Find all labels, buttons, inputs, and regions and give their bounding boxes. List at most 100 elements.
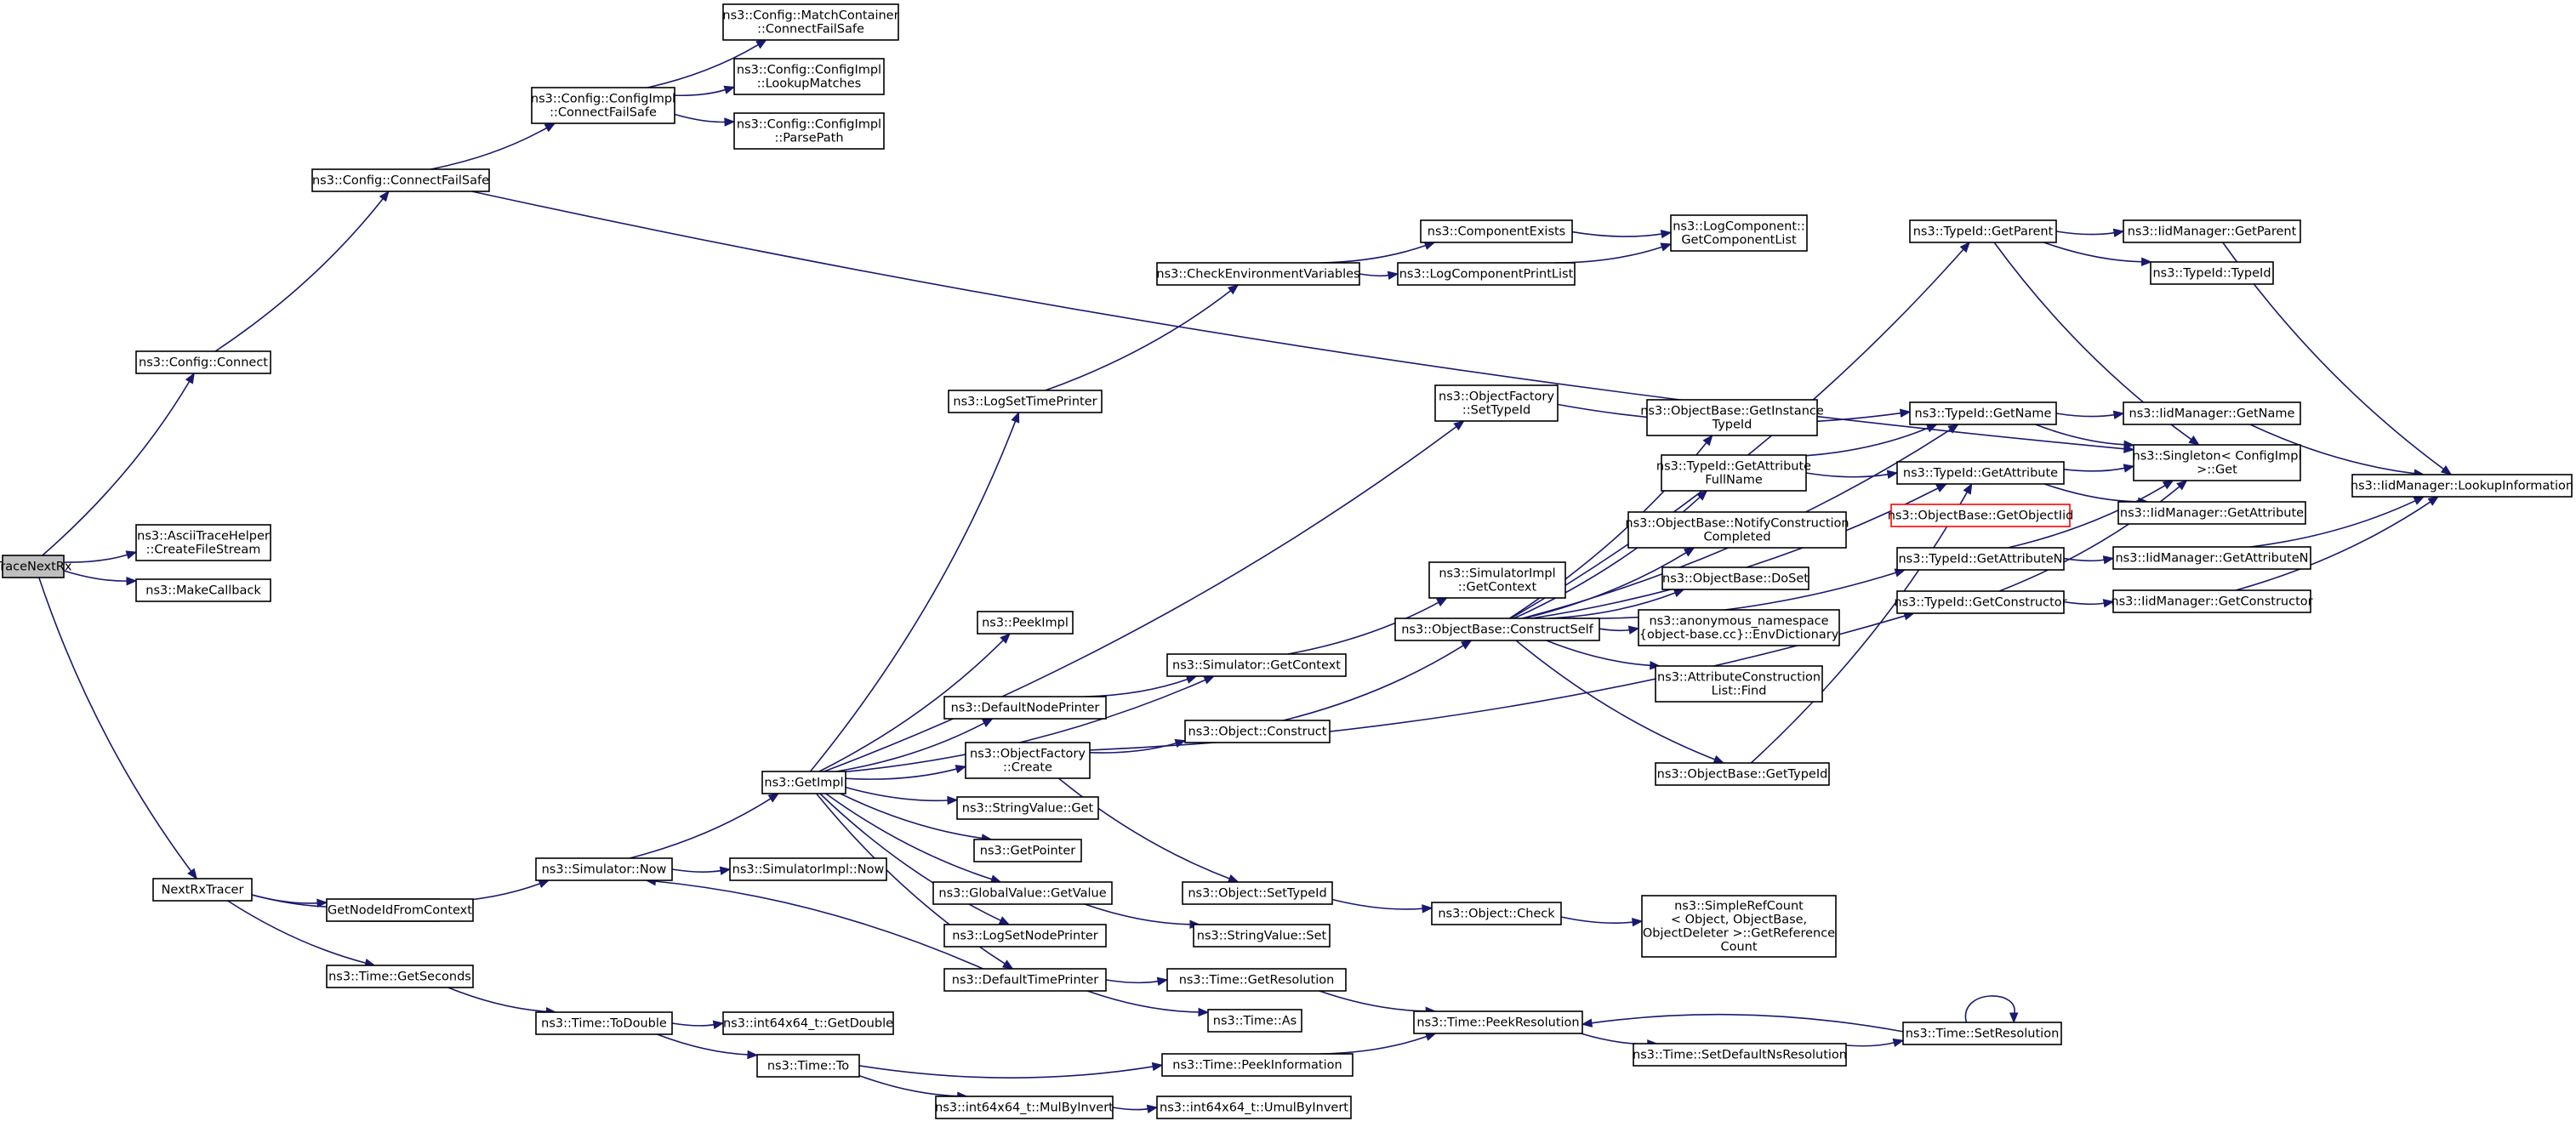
arrowhead-icon [1011, 411, 1020, 424]
node-simulator-get-context[interactable]: ns3::Simulator::GetContext [1166, 653, 1347, 677]
node-simulator-impl-get-context[interactable]: ns3::SimulatorImpl::GetContext [1428, 561, 1566, 599]
node-trace-next-rx[interactable]: TraceNextRx [0, 555, 72, 578]
node-config-connect-fail-safe[interactable]: ns3::Config::ConnectFailSafe [311, 168, 490, 192]
node-iid-manager-lookup-information[interactable]: ns3::IidManager::LookupInformation [2351, 474, 2573, 498]
node-ascii-create-file-stream[interactable]: ns3::AsciiTraceHelper::CreateFileStream [135, 524, 271, 561]
node-global-value-get-value[interactable]: ns3::GlobalValue::GetValue [932, 881, 1113, 905]
node-type-id-type-id[interactable]: ns3::TypeId::TypeId [2150, 261, 2274, 285]
node-time-as[interactable]: ns3::Time::As [1207, 1009, 1302, 1033]
node-simulator-impl-now[interactable]: ns3::SimulatorImpl::Now [729, 857, 887, 881]
node-type-id-get-name[interactable]: ns3::TypeId::GetName [1909, 401, 2057, 425]
node-label: ObjectDeleter >::GetReference [1643, 927, 1835, 941]
node-get-node-id-from-context[interactable]: GetNodeIdFromContext [326, 898, 474, 922]
call-edge [836, 721, 986, 772]
node-object-base-get-object-iid[interactable]: ns3::ObjectBase::GetObjectIid [1888, 504, 2074, 527]
node-int64-mul-by-invert[interactable]: ns3::int64x64_t::MulByInvert [935, 1096, 1114, 1119]
node-time-peek-resolution[interactable]: ns3::Time::PeekResolution [1413, 1010, 1583, 1034]
node-box [1655, 762, 1830, 786]
node-label: ns3::AttributeConstruction [1657, 671, 1821, 685]
node-label: ns3::ObjectBase::GetTypeId [1657, 768, 1828, 782]
node-box [1413, 1010, 1583, 1034]
node-time-to[interactable]: ns3::Time::To [756, 1054, 860, 1078]
arrowhead-icon [1151, 1062, 1164, 1072]
node-box [2112, 546, 2311, 570]
node-iid-manager-get-attribute-n[interactable]: ns3::IidManager::GetAttributeN [2112, 546, 2311, 570]
node-label: ns3::int64x64_t::MulByInvert [935, 1101, 1114, 1115]
call-edge [1571, 231, 1663, 237]
node-env-dictionary[interactable]: ns3::anonymous_namespace{object-base.cc}… [1638, 609, 1840, 646]
node-type-id-get-attribute-n[interactable]: ns3::TypeId::GetAttributeN [1896, 547, 2065, 571]
node-box [535, 1011, 673, 1035]
node-get-pointer[interactable]: ns3::GetPointer [973, 839, 1082, 862]
node-make-callback[interactable]: ns3::MakeCallback [135, 578, 271, 602]
node-config-impl-connect-fail-safe[interactable]: ns3::Config::ConfigImpl::ConnectFailSafe [531, 87, 675, 124]
node-label: ns3::LogSetNodePrinter [952, 930, 1098, 943]
arrowhead-icon [1436, 597, 1448, 607]
arrowhead-icon [1146, 1104, 1159, 1114]
node-iid-manager-get-attribute[interactable]: ns3::IidManager::GetAttribute [2117, 501, 2306, 525]
node-object-factory-create[interactable]: ns3::ObjectFactory::Create [965, 742, 1091, 779]
call-edge [840, 793, 983, 840]
node-config-impl-lookup-matches[interactable]: ns3::Config::ConfigImpl::LookupMatches [733, 58, 885, 95]
node-box [943, 924, 1107, 948]
node-time-peek-information[interactable]: ns3::Time::PeekInformation [1161, 1053, 1354, 1077]
node-string-value-get[interactable]: ns3::StringValue::Get [956, 796, 1099, 820]
node-object-base-do-set[interactable]: ns3::ObjectBase::DoSet [1661, 566, 1809, 590]
node-box [1902, 1022, 2062, 1045]
node-log-component-print-list[interactable]: ns3::LogComponentPrintList [1397, 262, 1576, 286]
node-time-get-resolution[interactable]: ns3::Time::GetResolution [1166, 968, 1347, 992]
node-type-id-get-constructor[interactable]: ns3::TypeId::GetConstructor [1894, 590, 2067, 614]
call-edge [63, 554, 128, 563]
node-object-base-get-type-id[interactable]: ns3::ObjectBase::GetTypeId [1655, 762, 1830, 786]
node-simulator-now[interactable]: ns3::Simulator::Now [535, 857, 673, 881]
node-default-time-printer[interactable]: ns3::DefaultTimePrinter [943, 968, 1107, 992]
node-label: ns3::ObjectBase::GetObjectIid [1888, 509, 2074, 523]
node-string-value-set[interactable]: ns3::StringValue::Set [1193, 924, 1331, 948]
node-singleton-get[interactable]: ns3::Singleton< ConfigImpl >::Get [2133, 444, 2302, 481]
node-log-component-get-component-list[interactable]: ns3::LogComponent::GetComponentList [1670, 214, 1808, 252]
node-config-impl-parse-path[interactable]: ns3::Config::ConfigImpl::ParsePath [733, 112, 885, 150]
call-edge [845, 679, 1207, 773]
node-time-to-double[interactable]: ns3::Time::ToDouble [535, 1011, 673, 1035]
node-iid-manager-get-name[interactable]: ns3::IidManager::GetName [2123, 401, 2301, 425]
node-type-id-get-attribute[interactable]: ns3::TypeId::GetAttribute [1896, 461, 2065, 485]
node-object-construct[interactable]: ns3::Object::Construct [1184, 720, 1331, 743]
node-int64-get-double[interactable]: ns3::int64x64_t::GetDouble [722, 1011, 894, 1035]
arrowhead-icon [2009, 1012, 2019, 1024]
node-object-base-construct-self[interactable]: ns3::ObjectBase::ConstructSelf [1394, 618, 1600, 641]
call-edge [447, 987, 548, 1013]
node-next-rx-tracer[interactable]: NextRxTracer [152, 878, 253, 902]
node-label: ns3::ObjectFactory [970, 748, 1086, 761]
node-match-container-connect-fail-safe[interactable]: ns3::Config::MatchContainer::ConnectFail… [722, 3, 899, 41]
node-check-environment-variables[interactable]: ns3::CheckEnvironmentVariables [1156, 262, 1360, 286]
node-box [932, 881, 1113, 905]
node-int64-umul-by-invert[interactable]: ns3::int64x64_t::UmulByInvert [1156, 1096, 1352, 1119]
node-type-id-get-parent[interactable]: ns3::TypeId::GetParent [1909, 219, 2057, 243]
node-label: ns3::IidManager::LookupInformation [2351, 480, 2573, 493]
node-iid-manager-get-constructor[interactable]: ns3::IidManager::GetConstructor [2111, 589, 2313, 613]
arrowhead-icon [955, 765, 967, 774]
node-default-node-printer[interactable]: ns3::DefaultNodePrinter [943, 696, 1107, 720]
node-object-factory-set-type-id[interactable]: ns3::ObjectFactory::SetTypeId [1434, 384, 1559, 422]
node-time-set-default-ns-resolution[interactable]: ns3::Time::SetDefaultNsResolution [1633, 1043, 1847, 1067]
node-log-set-time-printer[interactable]: ns3::LogSetTimePrinter [948, 390, 1103, 413]
node-object-base-notify-construction-completed[interactable]: ns3::ObjectBase::NotifyConstructionCompl… [1625, 511, 1849, 549]
node-peek-impl[interactable]: ns3::PeekImpl [977, 611, 1074, 635]
node-label: ns3::ObjectBase::NotifyConstruction [1625, 517, 1849, 531]
node-log-set-node-printer[interactable]: ns3::LogSetNodePrinter [943, 924, 1107, 948]
node-get-impl[interactable]: ns3::GetImpl [761, 771, 846, 794]
arrowhead-icon [1683, 547, 1695, 557]
node-object-set-type-id[interactable]: ns3::Object::SetTypeId [1182, 881, 1333, 905]
node-object-check[interactable]: ns3::Object::Check [1431, 902, 1562, 925]
node-time-get-seconds[interactable]: ns3::Time::GetSeconds [326, 965, 474, 988]
node-time-set-resolution[interactable]: ns3::Time::SetResolution [1902, 1022, 2062, 1045]
call-edge [1084, 903, 1191, 925]
node-simple-ref-count-get-reference-count[interactable]: ns3::SimpleRefCount< Object, ObjectBase,… [1641, 895, 1837, 958]
node-component-exists[interactable]: ns3::ComponentExists [1420, 219, 1573, 243]
node-iid-manager-get-parent[interactable]: ns3::IidManager::GetParent [2123, 219, 2301, 243]
node-box [2351, 474, 2573, 498]
node-config-connect[interactable]: ns3::Config::Connect [135, 350, 271, 374]
